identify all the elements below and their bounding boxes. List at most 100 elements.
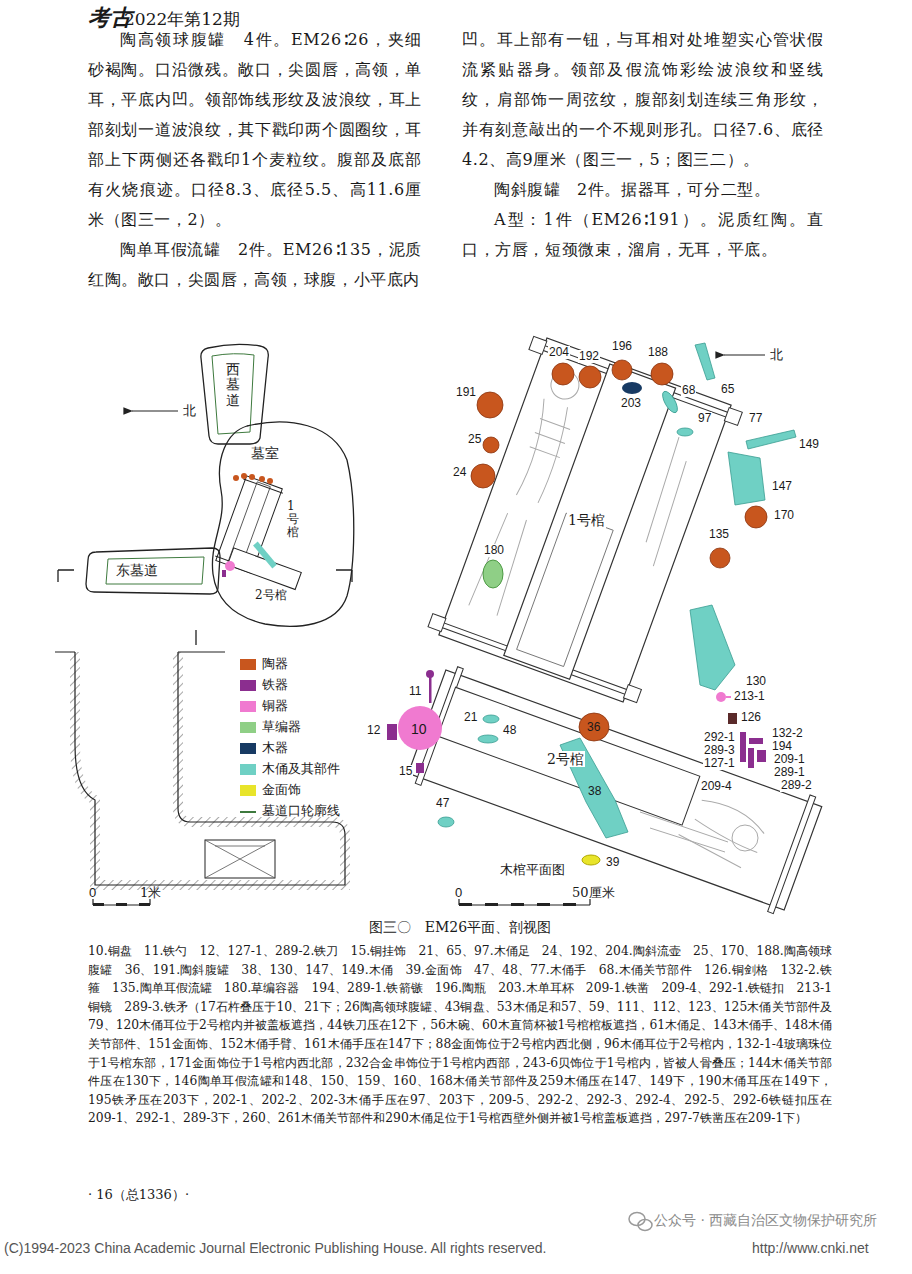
callout-number: 203	[620, 397, 642, 410]
watermark: 公众号 · 西藏自治区文物保护研究所	[654, 1212, 877, 1228]
scale-label: 50厘米	[572, 886, 615, 901]
section-hatch	[75, 652, 345, 885]
legend-swatch	[240, 764, 256, 775]
callout-number: 126	[740, 711, 762, 724]
callout-number: 204	[548, 346, 570, 359]
scale-label: 0	[455, 886, 462, 899]
callout-number: 191	[455, 386, 477, 399]
legend-swatch	[240, 743, 256, 754]
callout-number: 289-3	[703, 744, 736, 757]
figure-caption: 图三〇 EM26平面、剖视图	[88, 918, 832, 936]
callout-number: 65	[720, 383, 735, 396]
callout-number: 97	[697, 412, 712, 425]
callout-number: 77	[748, 412, 763, 425]
callout-number: 15	[398, 765, 413, 778]
callout-number: 289-1	[773, 766, 806, 779]
tomb-passage-outline: 西墓道	[196, 342, 272, 446]
callout-number: 48	[502, 724, 517, 737]
outer-outline	[86, 548, 220, 594]
legend-swatch	[240, 680, 256, 691]
url: http://www.cnki.net	[752, 1240, 869, 1256]
outer-outline	[201, 344, 268, 444]
callout-number: 132-2	[771, 727, 804, 740]
callout-number: 192	[578, 350, 600, 363]
callout-number: 135	[708, 528, 730, 541]
section-coffin	[205, 840, 275, 878]
callout-number: 127-1	[703, 757, 736, 770]
outer-outline	[212, 422, 353, 626]
callout-number: 24	[452, 466, 467, 479]
north-arrow	[724, 354, 765, 355]
callout-number: 39	[605, 856, 620, 869]
callout-number: 21	[463, 711, 478, 724]
woven-container	[483, 560, 503, 588]
callout-number: 149	[798, 438, 820, 451]
scale-label: 1米	[140, 886, 161, 901]
callout-number: 180	[483, 544, 505, 557]
callout-number: 68	[681, 384, 696, 397]
bronze-plate	[398, 706, 442, 750]
callout-number: 11	[408, 685, 422, 698]
coffin-label: 1号棺	[567, 512, 606, 528]
scale-label: 0	[89, 886, 96, 899]
page-number: · 16（总1336）·	[88, 1188, 189, 1203]
caption-note: 10.铜盘 11.铁勺 12、127-1、289-2.铁刀 15.铜挂饰 21、…	[88, 942, 832, 1128]
callout-number: 12	[366, 724, 381, 737]
node-label: 西墓道	[226, 362, 240, 408]
legend-swatch	[240, 701, 256, 712]
node-label: 东墓道	[116, 563, 158, 578]
callout-number: 209-1	[773, 753, 806, 766]
body-paragraph: 陶斜腹罐 2件。据器耳，可分二型。	[462, 175, 824, 205]
legend-swatch	[240, 785, 256, 796]
callout-number: 194	[771, 740, 793, 753]
gold-mask	[582, 855, 600, 865]
plan-title: 木棺平面图	[500, 862, 565, 877]
coffin-label: 2号棺	[255, 588, 287, 602]
callout-number: 289-2	[780, 779, 813, 792]
legend-text: 陶器	[262, 656, 288, 672]
iron-symbols	[387, 670, 766, 773]
callout-number: 38	[588, 785, 601, 798]
north-label: 北	[183, 403, 196, 418]
inner-outline	[106, 557, 204, 584]
legend-text: 木器	[262, 740, 288, 756]
legend-text: 铁器	[262, 677, 288, 693]
body-paragraph: 凹。耳上部有一钮，与耳相对处堆塑实心管状假流紧贴器身。领部及假流饰彩绘波浪纹和竖…	[462, 25, 824, 175]
pottery-symbols	[471, 360, 767, 741]
legend-text: 草编器	[262, 719, 301, 735]
body-paragraph: 陶单耳假流罐 2件。EM26∶135，泥质红陶。敞口，尖圆唇，高领，球腹，小平底…	[88, 235, 422, 295]
callout-number: 147	[771, 480, 793, 493]
callout-number: 188	[647, 346, 669, 359]
scale-bar	[459, 899, 590, 905]
callout-number: 292-1	[703, 731, 736, 744]
legend-text: 金面饰	[262, 782, 301, 798]
callout-number: 209-4	[700, 780, 733, 793]
callout-number: 36	[587, 721, 600, 734]
legend-swatch	[240, 722, 256, 733]
body-paragraph: A型：1件（EM26∶191）。泥质红陶。直口，方唇，短颈微束，溜肩，无耳，平底…	[462, 205, 824, 265]
wooden-cup	[622, 382, 642, 394]
legend-text: 木俑及其部件	[262, 761, 340, 777]
watermark-icon	[629, 1213, 652, 1231]
node-label: 墓室	[251, 446, 279, 461]
callout-number: 196	[611, 340, 633, 353]
callout-number: 130	[745, 675, 767, 688]
copyright: (C)1994-2023 China Academic Journal Elec…	[4, 1240, 546, 1256]
callout-number: 213-1	[733, 690, 766, 703]
coffin-label: 2号棺	[546, 751, 585, 767]
north-arrow	[132, 410, 178, 411]
callout-number: 170	[773, 509, 795, 522]
coffin-1-plan	[427, 334, 744, 707]
coffin-2-plan	[406, 663, 824, 916]
legend-line-sample	[240, 811, 256, 813]
legend-text: 墓道口轮廓线	[262, 803, 340, 819]
coffin-label: 1号棺	[287, 500, 299, 540]
callout-number: 10	[411, 721, 427, 737]
inner-outline	[212, 354, 254, 434]
callout-number: 25	[467, 433, 482, 446]
issue-number: 2022年第12期	[124, 8, 240, 30]
legend-swatch	[240, 659, 256, 670]
north-label: 北	[770, 347, 783, 362]
legend-text: 铜器	[262, 698, 288, 714]
